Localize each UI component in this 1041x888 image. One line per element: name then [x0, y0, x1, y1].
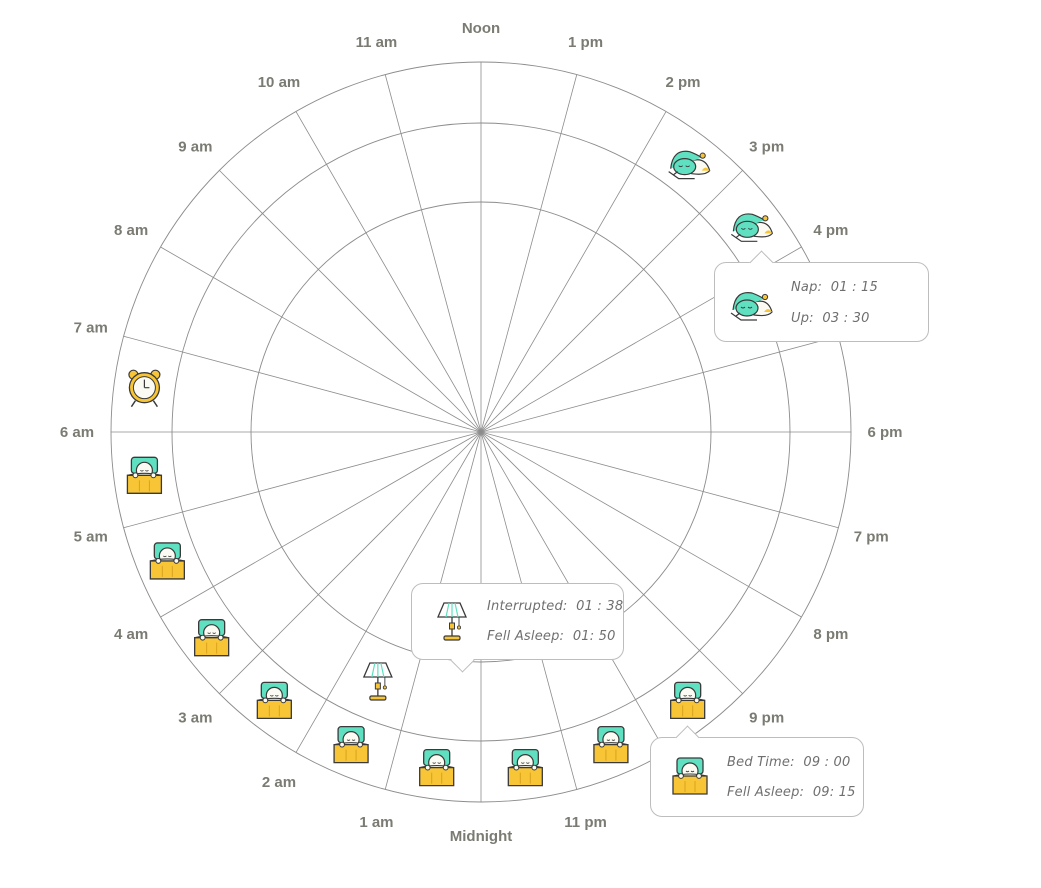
spoke-19 [480, 431, 839, 529]
hour-label: 4 am [114, 626, 148, 643]
spoke-21 [480, 431, 743, 694]
hour-label: 5 am [74, 529, 108, 546]
hour-label: Midnight [450, 828, 512, 845]
hour-label: 7 pm [854, 529, 889, 546]
bedtime-row: Bed Time: 09 : 00 [727, 755, 851, 770]
nap-row: Nap: 01 : 15 [791, 280, 878, 295]
alarm-clock-icon[interactable] [128, 369, 161, 408]
nap-icon[interactable] [730, 213, 773, 242]
bed-icon[interactable] [670, 681, 706, 719]
spoke-20 [480, 431, 802, 618]
bed-icon[interactable] [333, 726, 369, 764]
bedtime-fell-asleep-value: 09: 15 [812, 785, 856, 800]
hour-label: 6 am [60, 424, 94, 441]
bedtime-value: 09 : 00 [803, 755, 851, 770]
nap-tooltip: Nap: 01 : 15 Up: 03 : 30 [714, 250, 929, 342]
spoke-2 [295, 431, 482, 753]
bedtime-fell-asleep-row: Fell Asleep: 09: 15 [727, 785, 856, 800]
spoke-11 [384, 74, 482, 433]
nap-label: Nap: [791, 280, 823, 295]
hour-label: 10 am [258, 74, 301, 91]
up-row: Up: 03 : 30 [791, 311, 870, 326]
bed-icon[interactable] [149, 542, 185, 580]
bed-icon[interactable] [507, 748, 543, 787]
spoke-14 [480, 111, 667, 433]
hour-label: 4 pm [813, 222, 848, 239]
nap-icon [730, 292, 773, 321]
spoke-5 [123, 431, 482, 529]
spoke-10 [295, 111, 482, 433]
hour-label: 8 am [114, 222, 148, 239]
spoke-7 [123, 335, 482, 433]
bedtime-fell-asleep-label: Fell Asleep: [727, 785, 805, 800]
spoke-9 [219, 170, 482, 433]
interrupted-value: 01 : 38 [576, 599, 624, 614]
spoke-8 [160, 246, 482, 433]
hour-label: 2 am [262, 774, 296, 791]
interrupted-fell-asleep-row: Fell Asleep: 01: 50 [487, 629, 616, 644]
spoke-17 [480, 335, 839, 433]
nap-icon[interactable] [668, 150, 711, 180]
bedtime-tooltip: Bed Time: 09 : 00 Fell Asleep: 09: 15 [650, 725, 864, 817]
bedtime-label: Bed Time: [727, 755, 795, 770]
spoke-3 [219, 431, 482, 694]
hour-label: 2 pm [665, 74, 700, 91]
interrupted-row: Interrupted: 01 : 38 [487, 599, 623, 614]
spoke-15 [480, 170, 743, 433]
hour-label: Noon [462, 20, 500, 37]
interrupted-tooltip: Interrupted: 01 : 38 Fell Asleep: 01: 50 [411, 583, 624, 673]
bed-icon[interactable] [256, 681, 292, 719]
bed-icon[interactable] [593, 726, 629, 764]
bed-icon[interactable] [194, 619, 230, 657]
hour-label: 11 pm [564, 814, 607, 831]
bed-icon [672, 757, 708, 795]
hour-label: 6 pm [867, 424, 902, 441]
nap-value: 01 : 15 [830, 280, 878, 295]
up-value: 03 : 30 [822, 311, 870, 326]
hour-label: 9 pm [749, 710, 784, 727]
hour-label: 7 am [74, 319, 108, 336]
hour-label: 3 am [178, 710, 212, 727]
up-label: Up: [791, 311, 814, 326]
lamp-icon [437, 602, 467, 641]
hour-label: 11 am [356, 34, 398, 51]
hour-label: 3 pm [749, 138, 784, 155]
hour-label: 1 pm [568, 34, 603, 51]
hour-label: 9 am [178, 138, 212, 155]
interrupted-fell-asleep-value: 01: 50 [572, 629, 616, 644]
bed-icon[interactable] [126, 456, 163, 494]
interrupted-fell-asleep-label: Fell Asleep: [487, 629, 565, 644]
spoke-13 [480, 74, 578, 433]
spoke-4 [160, 431, 482, 618]
hour-label: 8 pm [813, 626, 848, 643]
interrupted-label: Interrupted: [487, 599, 568, 614]
hour-label: 1 am [359, 814, 393, 831]
bed-icon[interactable] [419, 748, 455, 787]
lamp-icon[interactable] [363, 662, 393, 701]
